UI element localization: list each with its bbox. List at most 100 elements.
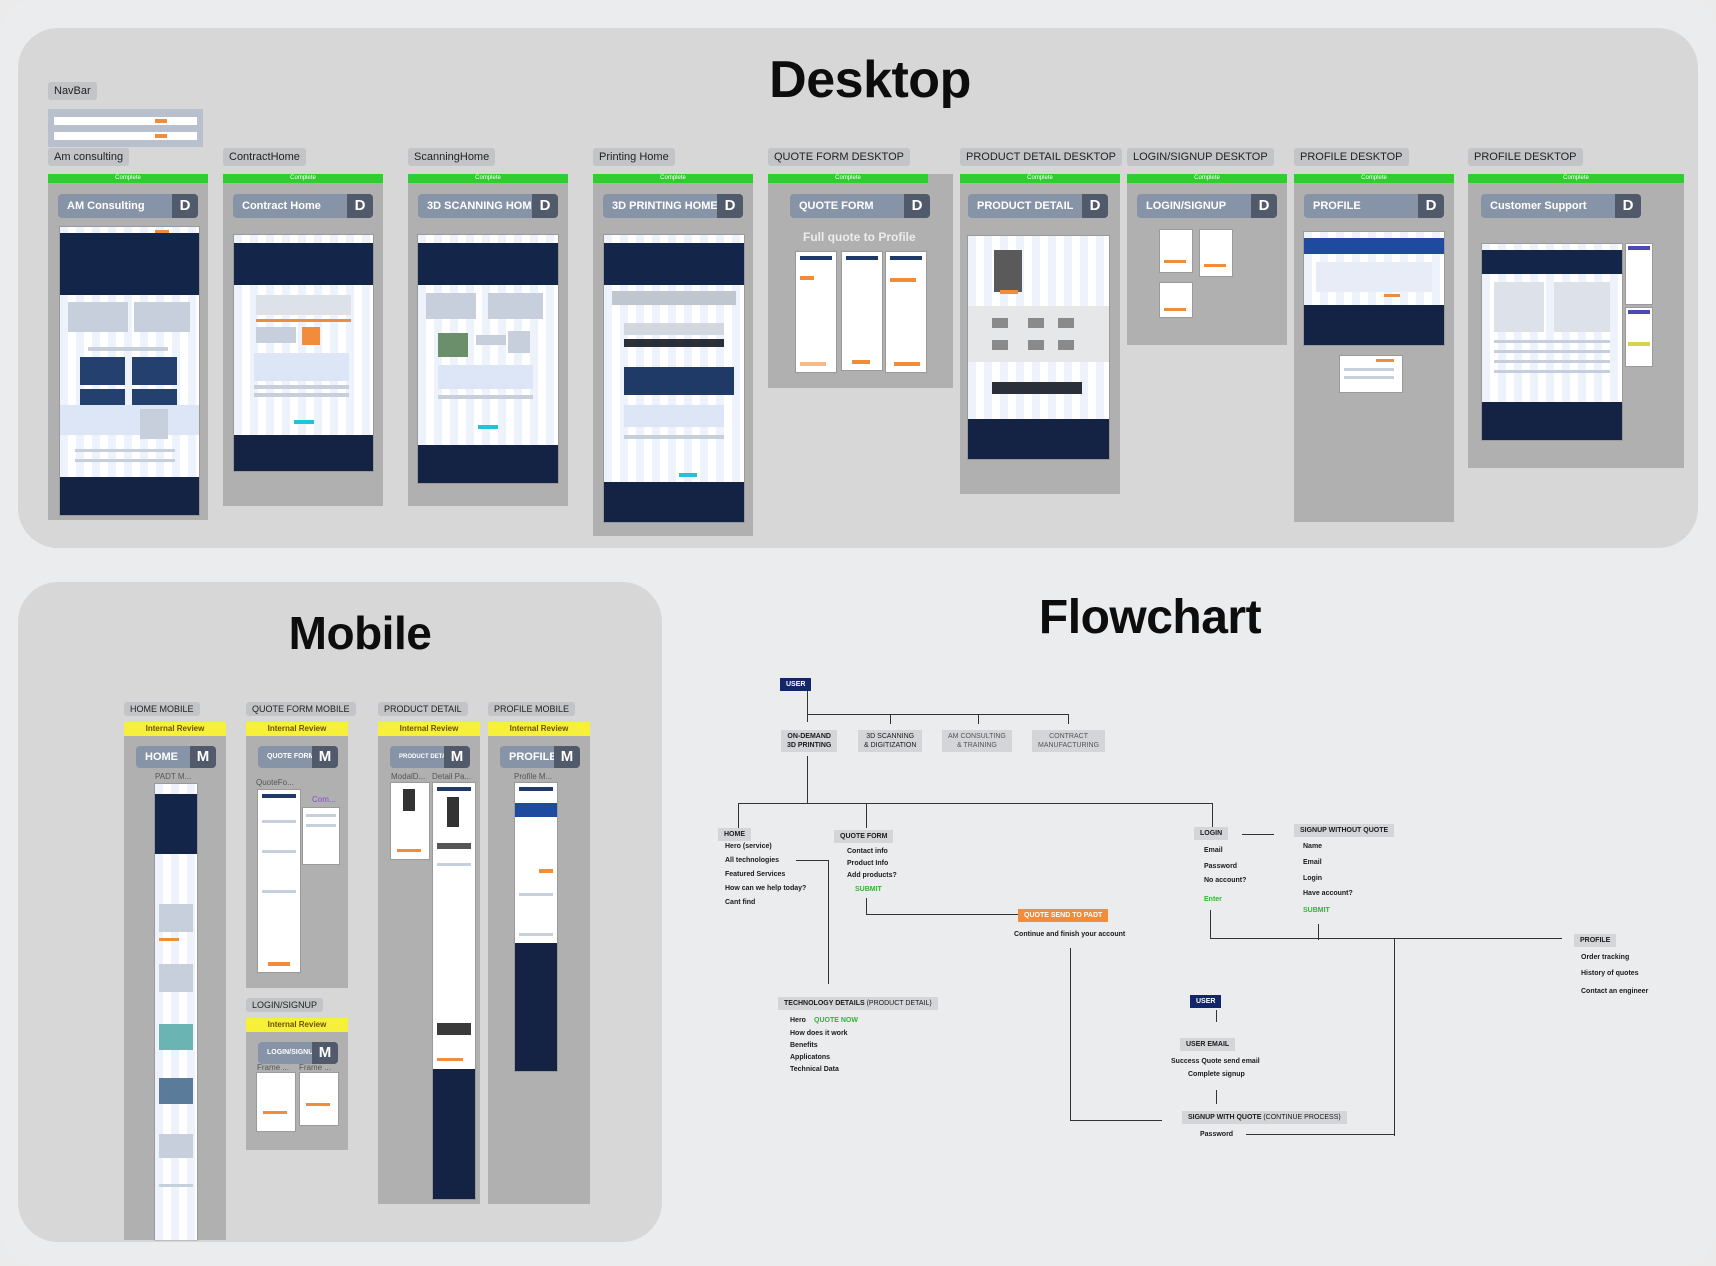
pill-label: QUOTE FORM <box>799 200 874 212</box>
frame-label-contract-home[interactable]: ContractHome <box>223 148 306 166</box>
page-preview-am-consulting[interactable] <box>60 227 199 515</box>
mobile-badge: M <box>444 746 470 768</box>
frame-label-quote-form-mobile[interactable]: QUOTE FORM MOBILE <box>246 702 356 716</box>
flow-branch-printing[interactable]: ON-DEMAND 3D PRINTING <box>781 730 838 752</box>
page-preview-home-mobile[interactable] <box>155 784 197 1240</box>
flow-quote-form[interactable]: QUOTE FORM <box>834 830 894 843</box>
flow-user-top[interactable]: USER <box>780 678 812 691</box>
desktop-badge: D <box>904 194 930 218</box>
frame-label-profile-desktop[interactable]: PROFILE DESKTOP <box>1294 148 1409 166</box>
navbar-frame[interactable] <box>48 109 203 147</box>
page-preview-support-chat-1[interactable] <box>1626 244 1652 304</box>
flow-tech-quote-now[interactable]: QUOTE NOW <box>814 1017 858 1024</box>
desktop-badge: D <box>1251 194 1277 218</box>
status-internal-review: Internal Review <box>246 722 348 736</box>
page-preview-quote-form-mobile[interactable] <box>258 790 300 972</box>
status-complete: Complete <box>223 174 383 183</box>
frame-label-customer-support[interactable]: PROFILE DESKTOP <box>1468 148 1583 166</box>
frame-label-product-detail-mobile[interactable]: PRODUCT DETAIL <box>378 702 468 716</box>
flow-signup-submit[interactable]: SUBMIT <box>1303 907 1330 914</box>
flow-login-item: Password <box>1204 863 1238 870</box>
pill-label: LOGIN/SIGNUP <box>1146 200 1227 212</box>
page-preview-customer-support[interactable] <box>1482 244 1622 440</box>
desktop-badge: D <box>1082 194 1108 218</box>
frame-label-home-mobile[interactable]: HOME MOBILE <box>124 702 200 716</box>
flow-home[interactable]: HOME <box>718 828 751 841</box>
flow-tech-hero: Hero <box>790 1017 806 1024</box>
page-preview-profile-modal[interactable] <box>1340 356 1402 392</box>
flow-profile-item: Order tracking <box>1581 954 1630 961</box>
flow-tech-details[interactable]: TECHNOLOGY DETAILS (PRODUCT DETAIL) <box>778 997 938 1010</box>
page-preview-quote-step-3[interactable] <box>886 252 926 372</box>
frame-label-login-signup-mobile[interactable]: LOGIN/SIGNUP <box>246 998 324 1012</box>
pill-label: AM Consulting <box>67 200 145 212</box>
flow-user-bottom[interactable]: USER <box>1190 995 1222 1008</box>
flow-signup-without-quote[interactable]: SIGNUP WITHOUT QUOTE <box>1294 824 1395 837</box>
status-complete: Complete <box>1127 174 1287 183</box>
page-preview-scanning-home[interactable] <box>418 235 558 483</box>
flow-login[interactable]: LOGIN <box>1194 827 1229 840</box>
flow-home-item: Cant find <box>725 899 756 906</box>
flow-tech-item: Benefits <box>790 1042 818 1049</box>
pill-label: PROFILE <box>1313 200 1361 212</box>
frame-label-am-consulting[interactable]: Am consulting <box>48 148 130 166</box>
flow-quote-submit[interactable]: SUBMIT <box>855 886 882 893</box>
navbar-label[interactable]: NavBar <box>48 82 97 100</box>
flow-login-enter[interactable]: Enter <box>1204 896 1222 903</box>
flow-profile[interactable]: PROFILE <box>1574 934 1617 947</box>
flow-home-item: Featured Services <box>725 871 786 878</box>
page-preview-profile[interactable] <box>1304 232 1444 345</box>
flow-quote-send[interactable]: QUOTE SEND TO PADT <box>1018 909 1109 922</box>
page-preview-product-modal-mobile[interactable] <box>391 783 429 859</box>
pill-label: Customer Support <box>1490 200 1587 212</box>
frame-label-product-detail-desktop[interactable]: PRODUCT DETAIL DESKTOP <box>960 148 1122 166</box>
status-complete: Complete <box>48 174 208 183</box>
page-preview-quote-form-dropdown[interactable] <box>303 808 339 864</box>
flow-branch-contract[interactable]: CONTRACT MANUFACTURING <box>1032 730 1106 752</box>
flow-branch-label: AM CONSULTING & TRAINING <box>948 733 1006 749</box>
frame-caption-detail: Detail Pa... <box>432 772 472 781</box>
frame-caption-component: Com... <box>312 795 336 804</box>
page-preview-login-mobile[interactable] <box>257 1073 295 1131</box>
desktop-badge: D <box>717 194 743 218</box>
frame-caption-2: Frame ... <box>299 1063 332 1072</box>
pill-label: LOGIN/SIGNUP <box>267 1049 318 1056</box>
flow-branch-scanning[interactable]: 3D SCANNING & DIGITIZATION <box>858 730 923 752</box>
frame-label-profile-mobile[interactable]: PROFILE MOBILE <box>488 702 576 716</box>
frame-label-printing-home[interactable]: Printing Home <box>593 148 675 166</box>
mobile-badge: M <box>190 746 216 768</box>
flow-signup-with-quote[interactable]: SIGNUP WITH QUOTE (CONTINUE PROCESS) <box>1182 1111 1347 1124</box>
page-preview-product-detail-mobile[interactable] <box>433 783 475 1199</box>
page-preview-quote-step-2[interactable] <box>842 252 882 370</box>
flow-branch-consulting[interactable]: AM CONSULTING & TRAINING <box>942 730 1012 752</box>
page-preview-support-chat-2[interactable] <box>1626 308 1652 366</box>
page-preview-signup-small[interactable] <box>1160 283 1192 317</box>
page-preview-printing-home[interactable] <box>604 235 744 522</box>
desktop-title: Desktop <box>769 51 971 109</box>
flow-login-item: No account? <box>1204 877 1247 884</box>
flow-branch-label: 3D SCANNING & DIGITIZATION <box>864 733 917 749</box>
desktop-badge: D <box>347 194 373 218</box>
flow-profile-item: Contact an engineer <box>1581 988 1649 995</box>
page-preview-signup-mobile[interactable] <box>300 1073 338 1125</box>
frame-label-scanning-home[interactable]: ScanningHome <box>408 148 496 166</box>
page-preview-signup[interactable] <box>1200 230 1232 276</box>
page-preview-login[interactable] <box>1160 230 1192 272</box>
frame-label-login-signup-desktop[interactable]: LOGIN/SIGNUP DESKTOP <box>1127 148 1274 166</box>
page-preview-contract-home[interactable] <box>234 235 373 471</box>
quote-flow-note: Full quote to Profile <box>803 230 916 244</box>
frame-label-quote-form-desktop[interactable]: QUOTE FORM DESKTOP <box>768 148 910 166</box>
mobile-badge: M <box>554 746 580 768</box>
flow-user-email[interactable]: USER EMAIL <box>1180 1038 1236 1051</box>
page-preview-profile-mobile[interactable] <box>515 783 557 1071</box>
page-preview-product-detail[interactable] <box>968 236 1109 459</box>
flow-home-item: All technologies <box>725 857 780 864</box>
flow-tech-item: Technical Data <box>790 1066 839 1073</box>
page-preview-quote-step-1[interactable] <box>796 252 836 372</box>
